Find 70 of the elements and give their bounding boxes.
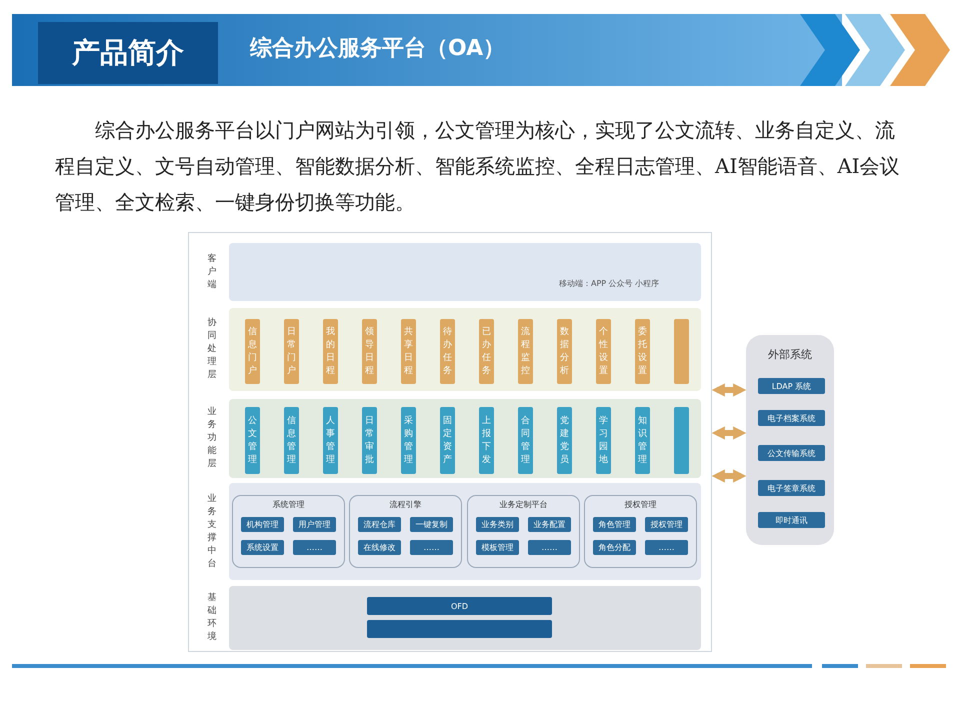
function-box: …… [645,540,688,555]
function-box: 机构管理 [241,517,284,532]
module-bar [674,407,689,474]
double-arrow [712,426,746,440]
component-bar [367,620,552,638]
module-pill: 日常门户 [284,319,299,384]
module-pill: 学习园地 [596,407,611,474]
module-pill: 固定资产 [440,407,455,474]
module-pill: 委托设置 [635,319,650,384]
external-panel [746,335,834,545]
double-arrow [712,469,746,483]
component-box: 公文传输系统 [758,445,825,461]
group-heading: 授权管理 [624,499,658,510]
function-box: 授权管理 [645,517,688,532]
client-text: 移动端：APP 公众号 小程序 [559,278,660,289]
layer-label: 客户端 [207,252,217,292]
section-label: 产品简介 [70,35,185,71]
group-box [467,495,580,568]
module-pill: 合同管理 [518,407,533,474]
module-pill: 知识管理 [635,407,650,474]
function-box: 角色分配 [593,540,636,555]
module-pill: 上报下发 [479,407,494,474]
function-box: 流程仓库 [358,517,401,532]
double-arrow [712,383,746,397]
module-pill: 共享日程 [401,319,416,384]
module-pill: 采购管理 [401,407,416,474]
function-box: 一键复制 [410,517,453,532]
module-pill: 流程监控 [518,319,533,384]
layer-label: 协同处理层 [207,317,217,382]
architecture-frame [188,232,712,652]
group-heading: 系统管理 [272,499,306,510]
function-box: 业务类别 [476,517,519,532]
panel-heading: 外部系统 [767,347,813,362]
component-box: 即时通讯 [758,512,825,528]
intro-paragraph: 综合办公服务平台以门户网站为引领，公文管理为核心，实现了公文流转、业务自定义、流程自定义、文号自动管理、智能数据分析、智能系统监控、全程日志管理、AI智能语音、AI会议管理、全文检索、一键身份切换等功能。 [55,117,901,216]
module-pill: 领导日程 [362,319,377,384]
module-pill: 数据分析 [557,319,572,384]
group-box [584,495,697,568]
module-pill: 我的日程 [323,319,338,384]
component-box: 电子档案系统 [758,410,825,426]
group-heading: 业务定制平台 [498,499,548,510]
module-pill: 党建党员 [557,407,572,474]
module-pill: 待办任务 [440,319,455,384]
layer-label: 基础环境 [207,592,217,644]
module-pill: 信息门户 [245,319,260,384]
module-pill: 日常审批 [362,407,377,474]
group-heading: 流程引擎 [388,499,422,510]
function-box: 在线修改 [358,540,401,555]
page-title: 综合办公服务平台（OA） [250,35,506,63]
module-bar [674,319,689,384]
function-box: 模板管理 [476,540,519,555]
function-box: 系统设置 [241,540,284,555]
module-pill: 已办任务 [479,319,494,384]
function-box: …… [293,540,336,555]
function-box: …… [410,540,453,555]
component-box: LDAP 系统 [758,378,825,394]
layer-label: 业务功能层 [207,406,217,471]
module-pill: 个性设置 [596,319,611,384]
module-pill: 信息管理 [284,407,299,474]
module-pill: 人事管理 [323,407,338,474]
function-box: 业务配置 [528,517,571,532]
module-pill: 公文管理 [245,407,260,474]
component-box: OFD [367,597,552,615]
group-box [349,495,462,568]
component-box: 电子签章系统 [758,480,825,496]
group-box [232,495,345,568]
function-box: 角色管理 [593,517,636,532]
function-box: …… [528,540,571,555]
layer-label: 业务支撑中台 [207,492,217,570]
function-box: 用户管理 [293,517,336,532]
